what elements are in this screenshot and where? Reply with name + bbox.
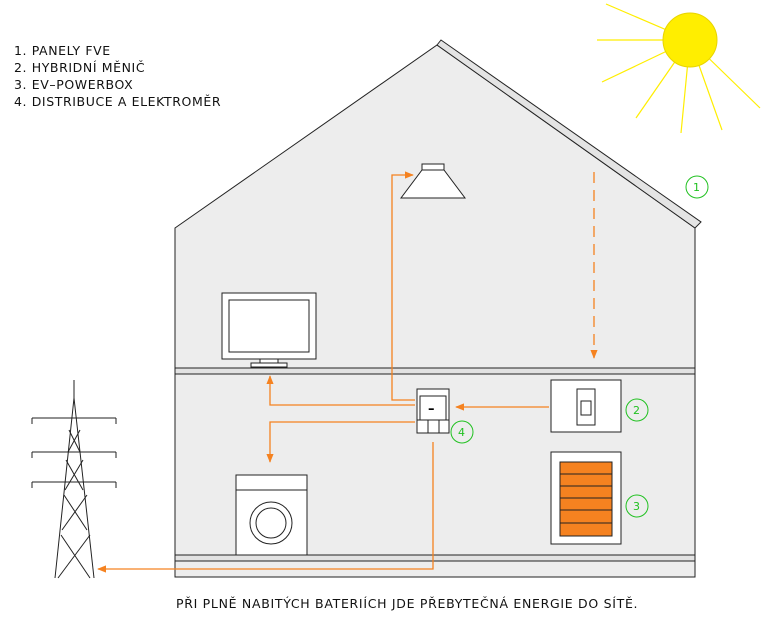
inverter-icon xyxy=(550,379,622,433)
number-label-inverter: 2 xyxy=(625,398,649,422)
battery-icon xyxy=(550,451,622,545)
washing-machine-icon xyxy=(235,474,308,556)
flow-meter-to-tv xyxy=(266,375,415,406)
legend: 1. PANELY FVE 2. HYBRIDNÍ MĚNIČ 3. EV–PO… xyxy=(14,42,221,110)
sun-icon xyxy=(597,3,761,134)
svg-text:3: 3 xyxy=(633,500,640,513)
ground-slab xyxy=(174,554,696,562)
svg-text:1: 1 xyxy=(693,181,700,194)
ceiling-lamp-icon xyxy=(400,163,466,199)
power-pylon-icon xyxy=(31,380,117,579)
solar-panels xyxy=(436,39,702,229)
meter-icon xyxy=(416,388,450,434)
number-label-meter: 4 xyxy=(450,420,474,444)
house xyxy=(174,39,702,578)
tv-icon xyxy=(221,292,317,368)
flow-meter-to-grid xyxy=(97,442,434,573)
flow-meter-to-washer xyxy=(266,421,415,463)
caption: PŘI PLNĚ NABITÝCH BATERIÍCH JDE PŘEBYTEČ… xyxy=(176,596,639,611)
svg-text:2: 2 xyxy=(633,404,640,417)
legend-item-inverter: 2. HYBRIDNÍ MĚNIČ xyxy=(14,60,146,75)
meter-display: – xyxy=(428,402,435,417)
legend-item-powerbox: 3. EV–POWERBOX xyxy=(14,77,134,92)
energy-flows xyxy=(97,171,598,573)
floor-slab xyxy=(174,367,696,375)
svg-text:4: 4 xyxy=(458,426,465,439)
legend-item-panels: 1. PANELY FVE xyxy=(14,43,111,58)
legend-item-meter: 4. DISTRIBUCE A ELEKTROMĚR xyxy=(14,94,222,109)
flow-meter-to-lamp xyxy=(391,171,415,401)
number-label-panels: 1 xyxy=(685,175,709,199)
number-label-battery: 3 xyxy=(625,494,649,518)
